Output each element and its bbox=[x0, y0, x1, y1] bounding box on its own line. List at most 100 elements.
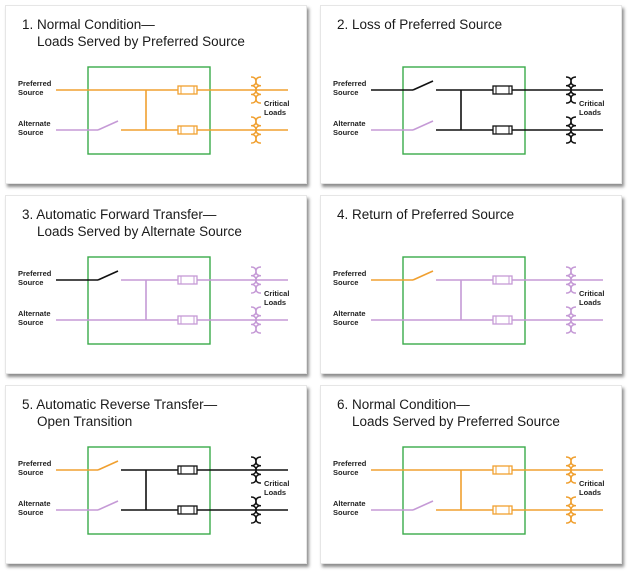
one-line-diagram bbox=[56, 256, 288, 345]
switchgear-enclosure bbox=[87, 66, 211, 155]
critical-loads-label-line-1: Critical bbox=[264, 99, 290, 108]
alternate-source-label-line-2: Source bbox=[333, 128, 359, 137]
critical-loads-label-line-2: Loads bbox=[579, 488, 602, 497]
switchgear-enclosure bbox=[402, 256, 526, 345]
load-2-transformer-secondary-icon bbox=[255, 116, 262, 144]
load-2-transformer-secondary-icon bbox=[255, 306, 262, 334]
switchgear-enclosure bbox=[402, 446, 526, 535]
panel-3-forward-transfer: 3. Automatic Forward Transfer— Loads Serv… bbox=[5, 195, 307, 374]
load-2-transformer-secondary-icon bbox=[255, 496, 262, 524]
critical-loads-label-line-1: Critical bbox=[579, 479, 605, 488]
one-line-diagram bbox=[371, 446, 603, 535]
alternate-source-label-line-2: Source bbox=[333, 318, 359, 327]
panel-title-line-1: 6. Normal Condition— bbox=[337, 397, 470, 412]
panel-6-normal-condition: 6. Normal Condition—Loads Served by Pref… bbox=[320, 385, 622, 564]
critical-loads-label-line-2: Loads bbox=[579, 108, 602, 117]
preferred-source-label-line-2: Source bbox=[333, 88, 359, 97]
critical-loads-label-line-1: Critical bbox=[579, 289, 605, 298]
panel-title: 2. Loss of Preferred Source bbox=[337, 16, 502, 33]
panel-title: 4. Return of Preferred Source bbox=[337, 206, 514, 223]
critical-loads-label-line-2: Loads bbox=[264, 108, 287, 117]
panel-title-line-2: Loads Served by Alternate Source bbox=[37, 224, 242, 239]
switchgear-enclosure bbox=[87, 256, 211, 345]
load-1-transformer-secondary-icon bbox=[255, 456, 262, 484]
panel-title: 3. Automatic Forward Transfer— Loads Serv… bbox=[22, 206, 242, 240]
alternate-source-label-line-1: Alternate bbox=[18, 119, 51, 128]
alternate-switch-blade-icon bbox=[412, 120, 434, 131]
critical-loads-label-line-2: Loads bbox=[264, 298, 287, 307]
panel-title-line-2: Open Transition bbox=[37, 414, 133, 429]
critical-loads-label-line-1: Critical bbox=[579, 99, 605, 108]
switchgear-enclosure bbox=[402, 66, 526, 155]
one-line-diagram bbox=[371, 66, 603, 155]
panel-5-reverse-transfer: 5. Automatic Reverse Transfer— Open Trans… bbox=[5, 385, 307, 564]
load-2-transformer-secondary-icon bbox=[570, 306, 577, 334]
critical-loads-label-line-1: Critical bbox=[264, 479, 290, 488]
panel-title-line-1: 3. Automatic Forward Transfer— bbox=[22, 207, 217, 222]
load-1-transformer-secondary-icon bbox=[570, 76, 577, 104]
panel-title-line-1: 1. Normal Condition— bbox=[22, 17, 155, 32]
panel-title-line-1: 5. Automatic Reverse Transfer— bbox=[22, 397, 218, 412]
panel-1-normal-condition: 1. Normal Condition— Loads Served by Pref… bbox=[5, 5, 307, 184]
alternate-switch-blade-icon bbox=[412, 500, 434, 511]
alternate-switch-blade-icon bbox=[97, 500, 119, 511]
load-1-transformer-secondary-icon bbox=[570, 456, 577, 484]
preferred-source-label-line-1: Preferred bbox=[18, 459, 52, 468]
panel-title: 1. Normal Condition— Loads Served by Pref… bbox=[22, 16, 245, 50]
switchgear-enclosure bbox=[87, 446, 211, 535]
alternate-source-label-line-2: Source bbox=[18, 318, 44, 327]
load-2-transformer-secondary-icon bbox=[570, 116, 577, 144]
preferred-switch-blade-icon bbox=[97, 270, 119, 281]
load-1-transformer-secondary-icon bbox=[255, 266, 262, 294]
preferred-switch-blade-icon bbox=[97, 460, 119, 471]
preferred-source-label-line-1: Preferred bbox=[333, 459, 367, 468]
one-line-diagram bbox=[371, 256, 603, 345]
panel-title-line-1: 2. Loss of Preferred Source bbox=[337, 17, 503, 32]
panel-title-line-2: Loads Served by Preferred Source bbox=[37, 34, 245, 49]
load-2-transformer-secondary-icon bbox=[570, 496, 577, 524]
preferred-source-label-line-1: Preferred bbox=[18, 79, 52, 88]
critical-loads-label-line-2: Loads bbox=[579, 298, 602, 307]
load-1-transformer-secondary-icon bbox=[255, 76, 262, 104]
one-line-diagram bbox=[56, 446, 288, 535]
preferred-source-label-line-1: Preferred bbox=[18, 269, 52, 278]
preferred-source-label-line-2: Source bbox=[333, 468, 359, 477]
preferred-source-label-line-2: Source bbox=[333, 278, 359, 287]
alternate-switch-blade-icon bbox=[97, 120, 119, 131]
critical-loads-label-line-2: Loads bbox=[264, 488, 287, 497]
panel-title-line-1: 4. Return of Preferred Source bbox=[337, 207, 515, 222]
alternate-source-label-line-1: Alternate bbox=[18, 499, 51, 508]
alternate-source-label-line-2: Source bbox=[18, 128, 44, 137]
panel-title: 5. Automatic Reverse Transfer— Open Trans… bbox=[22, 396, 217, 430]
alternate-source-label-line-2: Source bbox=[333, 508, 359, 517]
preferred-source-label-line-2: Source bbox=[18, 88, 44, 97]
alternate-source-label-line-1: Alternate bbox=[333, 499, 366, 508]
alternate-source-label-line-1: Alternate bbox=[333, 309, 366, 318]
preferred-source-label-line-1: Preferred bbox=[333, 79, 367, 88]
preferred-source-label-line-2: Source bbox=[18, 468, 44, 477]
critical-loads-label-line-1: Critical bbox=[264, 289, 290, 298]
preferred-switch-blade-icon bbox=[412, 270, 434, 281]
preferred-switch-blade-icon bbox=[412, 80, 434, 91]
one-line-diagram bbox=[56, 66, 288, 155]
load-1-transformer-secondary-icon bbox=[570, 266, 577, 294]
